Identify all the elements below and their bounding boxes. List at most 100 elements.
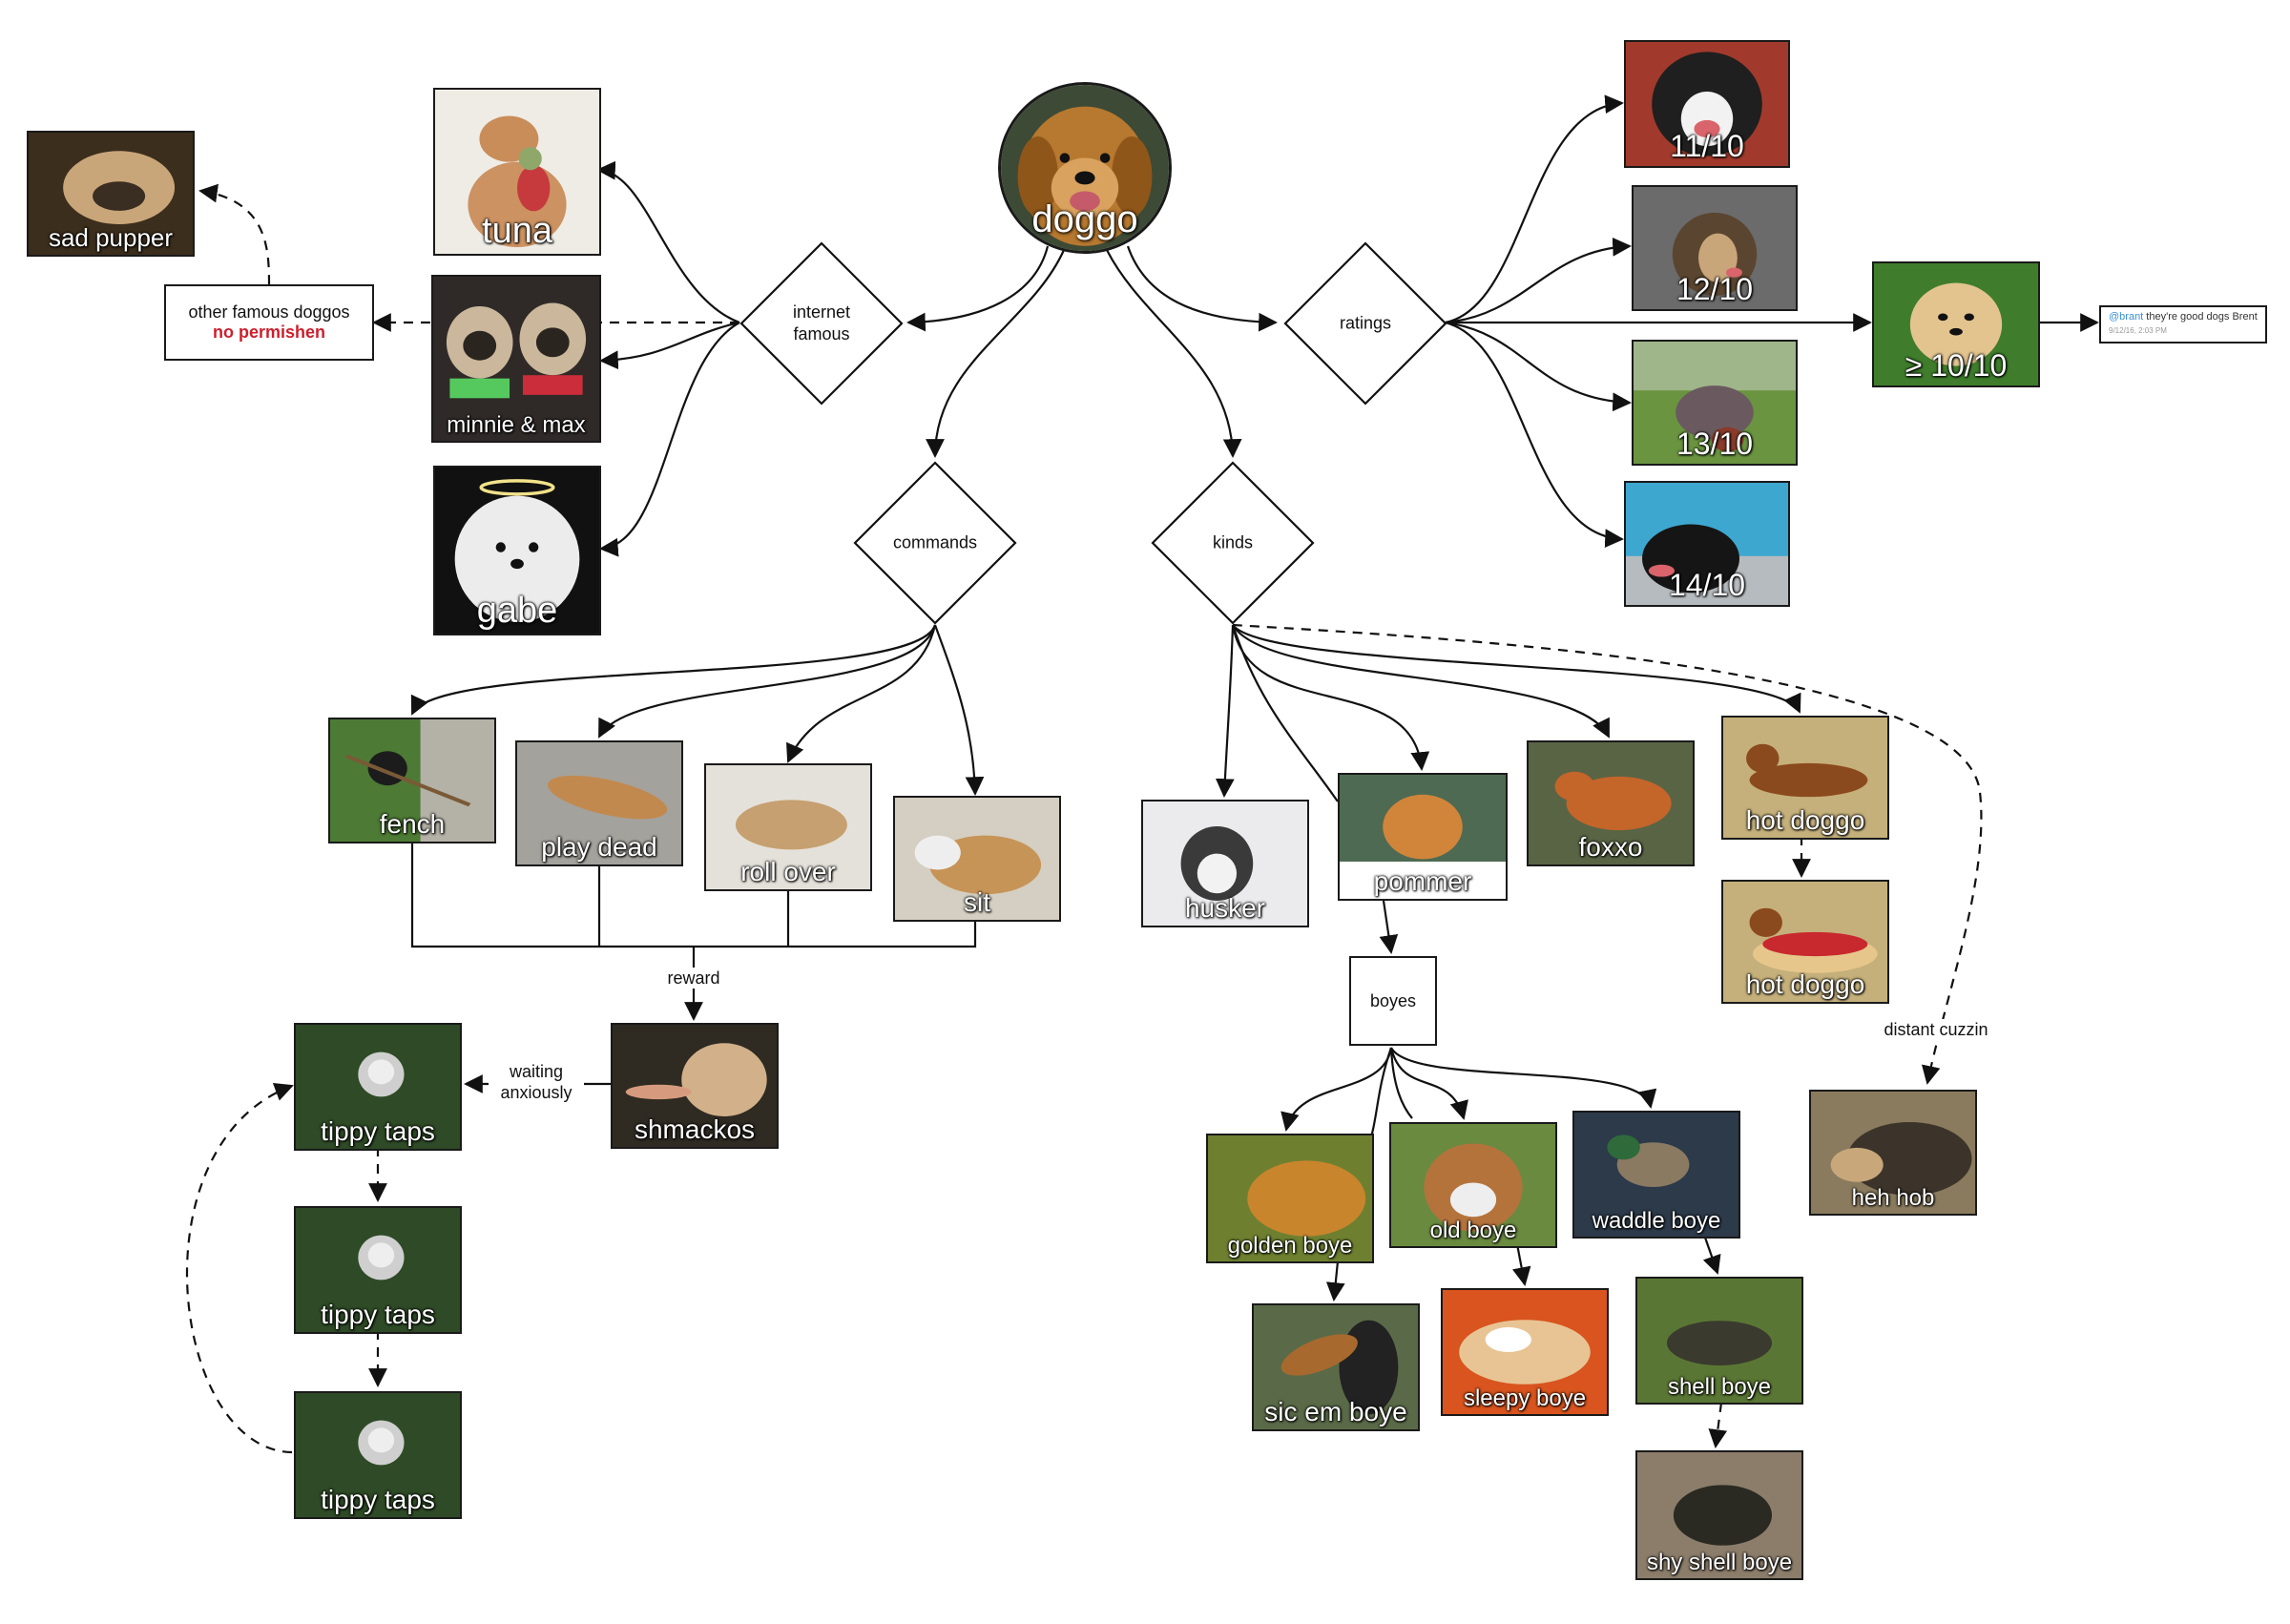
node-minnie-max[interactable]: minnie & max bbox=[431, 275, 601, 443]
foxxo-photo bbox=[1529, 742, 1693, 864]
distant-cuzzin-label: distant cuzzin bbox=[1866, 1019, 2006, 1040]
diamond-shape bbox=[739, 241, 904, 406]
shmackos-photo bbox=[613, 1025, 777, 1147]
shell-boye-photo bbox=[1637, 1279, 1801, 1403]
edge-b-old bbox=[1389, 1047, 1468, 1120]
tippy-taps-label: tippy taps bbox=[321, 1300, 435, 1329]
golden-boye-label: golden boye bbox=[1227, 1233, 1353, 1259]
node-rating-12[interactable]: 12/10 bbox=[1632, 185, 1798, 311]
node-rating-11[interactable]: 11/10 bbox=[1624, 40, 1790, 168]
node-roll-over[interactable]: roll over bbox=[704, 763, 872, 891]
rating-10-label: ≥ 10/10 bbox=[1905, 348, 2008, 383]
edge-c-sit bbox=[933, 624, 985, 796]
tweet-text: @brant they're good dogs Brent bbox=[2109, 311, 2258, 323]
play-dead-photo bbox=[517, 742, 681, 864]
minnie-max-label: minnie & max bbox=[447, 412, 586, 438]
rating-14-photo bbox=[1626, 483, 1788, 605]
roll-over-photo bbox=[706, 765, 870, 889]
tippy-taps-photo bbox=[296, 1393, 460, 1517]
node-shy-shell-boye[interactable]: shy shell boye bbox=[1635, 1450, 1803, 1580]
node-golden-boye[interactable]: golden boye bbox=[1206, 1134, 1374, 1263]
decision-ratings[interactable]: ratings bbox=[1283, 241, 1447, 406]
edge-if-minnie bbox=[599, 321, 740, 370]
doggo-root-node[interactable]: doggo bbox=[998, 82, 1172, 254]
node-tippy-taps-3[interactable]: tippy taps bbox=[294, 1391, 462, 1519]
tippy-taps-photo bbox=[296, 1025, 460, 1149]
node-rating-13[interactable]: 13/10 bbox=[1632, 340, 1798, 466]
edge-r-14 bbox=[1445, 321, 1624, 548]
node-play-dead[interactable]: play dead bbox=[515, 740, 683, 866]
rating-12-photo bbox=[1634, 187, 1796, 309]
tweet-body: they're good dogs Brent bbox=[2143, 311, 2258, 323]
node-waddle-boye[interactable]: waddle boye bbox=[1572, 1111, 1740, 1239]
edge-c-playdead bbox=[598, 624, 937, 739]
node-pommer[interactable]: pommer bbox=[1338, 773, 1508, 901]
reward-label: reward bbox=[658, 968, 729, 989]
node-foxxo[interactable]: foxxo bbox=[1527, 740, 1695, 866]
sic-em-boye-photo bbox=[1254, 1305, 1418, 1429]
node-tuna[interactable]: tuna bbox=[433, 88, 601, 256]
edge-if-tuna bbox=[596, 160, 740, 324]
tuna-photo bbox=[435, 90, 599, 254]
old-boye-label: old boye bbox=[1429, 1218, 1517, 1243]
heh-hob-label: heh hob bbox=[1851, 1185, 1935, 1211]
edge-tippy3-1 bbox=[185, 1082, 294, 1454]
other-famous-label: other famous doggos bbox=[188, 302, 350, 322]
node-tippy-taps-2[interactable]: tippy taps bbox=[294, 1206, 462, 1334]
node-gabe[interactable]: gabe bbox=[433, 466, 601, 635]
no-permishen-label: no permishen bbox=[212, 323, 326, 342]
edge-pommer-boyes bbox=[1379, 900, 1399, 954]
edge-k-pommer bbox=[1231, 624, 1430, 771]
rating-13-photo bbox=[1634, 342, 1796, 464]
doggo-label: doggo bbox=[1031, 198, 1138, 240]
tweet-card[interactable]: @brant they're good dogs Brent 9/12/16, … bbox=[2099, 305, 2267, 344]
hot-doggo-bun-photo bbox=[1723, 882, 1887, 1002]
node-husker[interactable]: husker bbox=[1141, 800, 1309, 927]
node-sad-pupper[interactable]: sad pupper bbox=[27, 131, 195, 257]
decision-kinds[interactable]: kinds bbox=[1151, 461, 1315, 625]
edge-shell-shyshell bbox=[1708, 1402, 1728, 1448]
decision-commands[interactable]: commands bbox=[853, 461, 1017, 625]
edge-k-hotdoggo bbox=[1232, 624, 1801, 714]
hot-doggo-label: hot doggo bbox=[1745, 805, 1865, 835]
node-old-boye[interactable]: old boye bbox=[1389, 1122, 1557, 1248]
node-fench[interactable]: fench bbox=[328, 718, 496, 843]
node-sleepy-boye[interactable]: sleepy boye bbox=[1441, 1288, 1609, 1416]
node-tippy-taps-1[interactable]: tippy taps bbox=[294, 1023, 462, 1151]
husker-label: husker bbox=[1184, 893, 1266, 923]
edge-doggo-kinds bbox=[1106, 249, 1242, 458]
tweet-timestamp: 9/12/16, 2:03 PM bbox=[2109, 326, 2167, 335]
sleepy-boye-label: sleepy boye bbox=[1463, 1385, 1587, 1411]
node-heh-hob[interactable]: heh hob bbox=[1809, 1090, 1977, 1216]
pommer-label: pommer bbox=[1373, 866, 1472, 896]
edge-r-12 bbox=[1445, 237, 1632, 324]
tweet-handle: @brant bbox=[2109, 311, 2144, 323]
decision-label: kinds bbox=[1212, 532, 1254, 552]
fench-label: fench bbox=[379, 809, 446, 839]
edge-c-fench bbox=[410, 624, 937, 716]
edge-c-rollover bbox=[786, 624, 937, 763]
node-shell-boye[interactable]: shell boye bbox=[1635, 1277, 1803, 1405]
node-rating-10[interactable]: ≥ 10/10 bbox=[1872, 261, 2040, 387]
waddle-boye-photo bbox=[1574, 1113, 1738, 1237]
node-other-famous-doggos[interactable]: other famous doggos no permishen bbox=[164, 284, 374, 361]
decision-label: ratings bbox=[1339, 313, 1392, 333]
node-boyes[interactable]: boyes bbox=[1349, 956, 1437, 1046]
shy-shell-boye-photo bbox=[1637, 1452, 1801, 1578]
edge-k-husker bbox=[1215, 624, 1235, 798]
diamond-shape bbox=[1283, 241, 1447, 406]
node-shmackos[interactable]: shmackos bbox=[611, 1023, 779, 1149]
node-hot-doggo-1[interactable]: hot doggo bbox=[1721, 716, 1889, 840]
node-hot-doggo-2[interactable]: hot doggo bbox=[1721, 880, 1889, 1004]
node-sit[interactable]: sit bbox=[893, 796, 1061, 922]
edge-k-hehhob bbox=[1232, 623, 1983, 1085]
node-rating-14[interactable]: 14/10 bbox=[1624, 481, 1790, 607]
pommer-photo bbox=[1340, 775, 1506, 899]
roll-over-label: roll over bbox=[740, 857, 836, 886]
sleepy-boye-photo bbox=[1443, 1290, 1607, 1414]
node-sic-em-boye[interactable]: sic em boye bbox=[1252, 1303, 1420, 1431]
decision-internet-famous[interactable]: internet famous bbox=[739, 241, 904, 406]
edge-r-11 bbox=[1445, 94, 1624, 324]
edge-if-gabe bbox=[599, 322, 740, 557]
